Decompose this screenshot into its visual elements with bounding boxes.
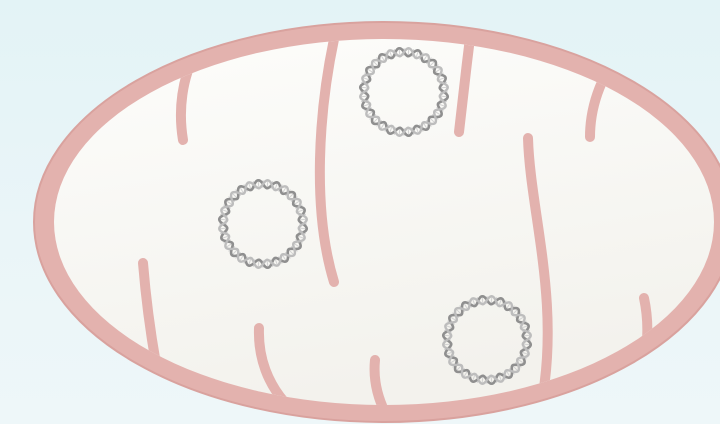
mitochondrion-illustration <box>0 0 720 424</box>
diagram-canvas <box>0 0 720 424</box>
